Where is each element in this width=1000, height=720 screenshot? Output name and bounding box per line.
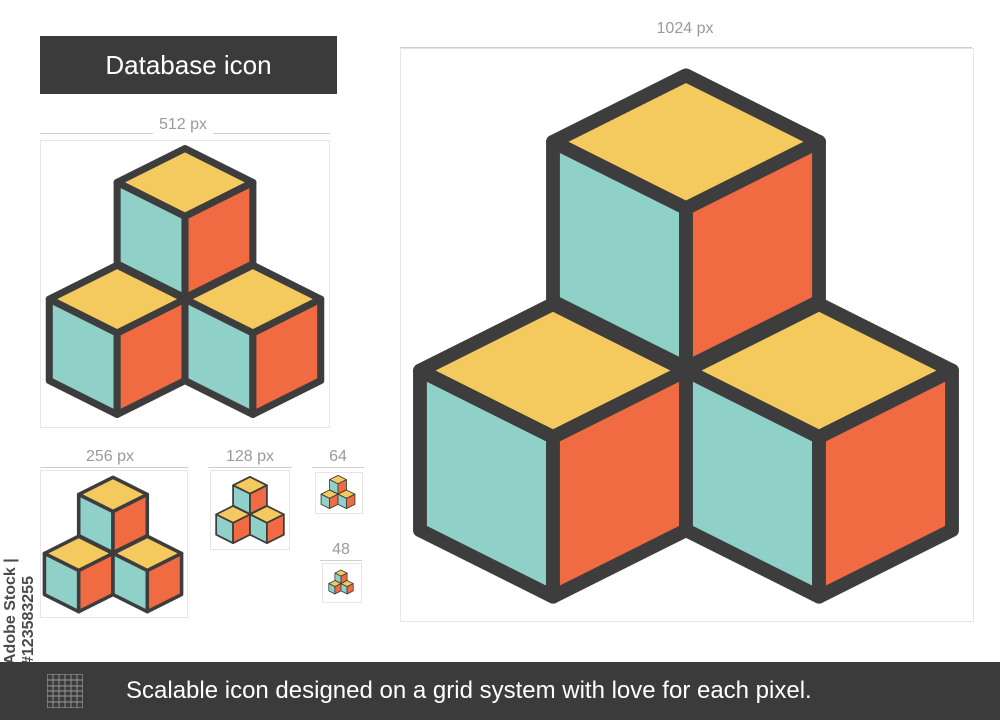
frame-512 — [40, 140, 330, 428]
dimension-line-64 — [312, 467, 364, 468]
title-text: Database icon — [105, 49, 272, 80]
stock-id-text: Adobe Stock | #123583255 — [2, 558, 37, 665]
dimension-line-128 — [208, 467, 292, 468]
dimension-line-1024 — [400, 47, 972, 48]
size-label-128: 128 px — [219, 448, 281, 466]
cubes-icon-1024 — [413, 68, 959, 604]
size-label-512: 512 px — [152, 116, 214, 134]
frame-128 — [210, 470, 290, 550]
frame-1024 — [400, 48, 974, 622]
size-label-256: 256 px — [79, 448, 141, 466]
frame-64 — [315, 472, 363, 514]
cube-3-right-face — [812, 363, 959, 604]
dimension-line-256 — [40, 467, 188, 468]
size-label-48: 48 — [326, 541, 356, 559]
cubes-icon-512 — [45, 144, 325, 419]
cubes-icon-64 — [320, 474, 356, 510]
cubes-icon-256 — [42, 475, 184, 614]
title-banner: Database icon — [40, 36, 337, 94]
cube-3-right-face — [346, 583, 354, 595]
frame-48 — [322, 563, 362, 603]
size-label-64: 64 — [323, 448, 353, 466]
cube-3-right-face — [266, 513, 285, 545]
cube-3-right-face — [145, 551, 184, 614]
cubes-icon-48 — [328, 569, 354, 595]
footer-text: Scalable icon designed on a grid system … — [126, 677, 812, 704]
size-label-1024: 1024 px — [650, 20, 720, 38]
dimension-line-48 — [320, 560, 362, 561]
grid-icon — [47, 674, 83, 708]
frame-256 — [40, 470, 188, 618]
footer-bar: Scalable icon designed on a grid system … — [0, 662, 1000, 720]
cube-3-right-face — [249, 295, 325, 419]
cube-3-right-face — [346, 493, 356, 510]
cubes-icon-128 — [215, 475, 285, 545]
